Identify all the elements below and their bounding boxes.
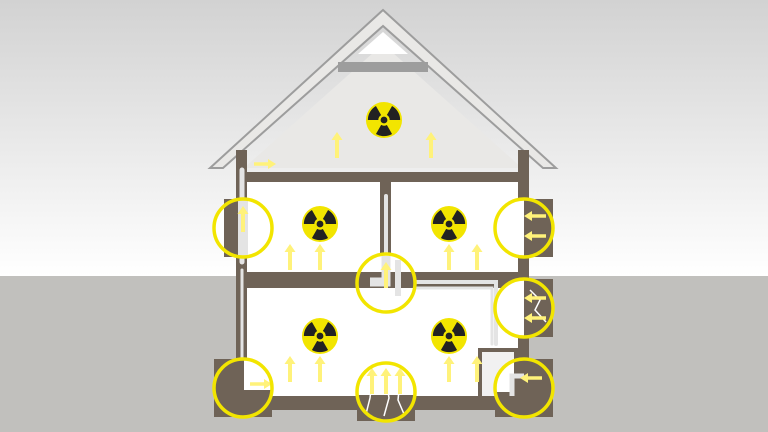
callouts bbox=[212, 197, 555, 423]
callout-foundation-cracks bbox=[355, 361, 417, 423]
attic-floor bbox=[236, 172, 529, 182]
callout-pipe-junction bbox=[355, 252, 417, 314]
callout-pipe-penetration bbox=[212, 197, 274, 259]
callout-wall-cracks bbox=[493, 277, 555, 339]
callout-floor-joint-right bbox=[493, 357, 555, 419]
attic-window bbox=[358, 32, 408, 54]
callout-wall-cavity bbox=[493, 197, 555, 259]
callout-floor-joint-left bbox=[212, 357, 274, 419]
